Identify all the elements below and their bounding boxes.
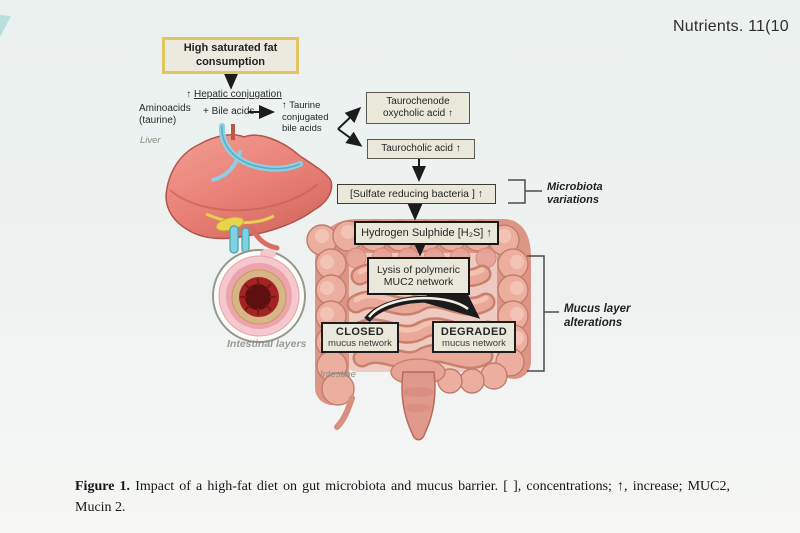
lysis-muc2-box: Lysis of polymeric MUC2 network	[367, 257, 470, 295]
intestinal-cross-section	[212, 249, 306, 343]
degraded-title: DEGRADED	[440, 325, 508, 338]
corner-logo-icon	[0, 15, 11, 37]
figure-number: Figure 1.	[75, 479, 131, 494]
figure-caption: Figure 1. Impact of a high-fat diet on g…	[75, 476, 730, 518]
closed-subtitle: mucus network	[328, 338, 392, 349]
microbiota-variations-label: Microbiota variations	[547, 181, 603, 206]
intestine-label: Intestine	[320, 369, 356, 380]
closed-mucus-box: CLOSED mucus network	[321, 322, 399, 353]
taurine-conjugated-label: ↑ Taurine conjugated bile acids	[282, 100, 329, 134]
degraded-subtitle: mucus network	[442, 337, 506, 349]
mucus-layer-alterations-label: Mucus layer alterations	[564, 303, 631, 329]
aminoacids-label: Aminoacids (taurine)	[139, 103, 191, 126]
closed-title: CLOSED	[335, 326, 385, 338]
high-fat-consumption-box: High saturated fat consumption	[162, 37, 299, 74]
hydrogen-sulphide-box: Hydrogen Sulphide [H₂S] ↑	[354, 221, 499, 245]
liver-label: Liver	[140, 135, 161, 146]
taurocholic-box: Taurocholic acid ↑	[367, 139, 475, 159]
flow-arrows	[222, 69, 481, 323]
intestinal-layers-label: Intestinal layers	[227, 338, 307, 350]
hepatic-conjugation-label: ↑ Hepatic conjugation	[186, 89, 282, 100]
degraded-mucus-box: DEGRADED mucus network	[432, 321, 516, 353]
figure-caption-text: Impact of a high-fat diet on gut microbi…	[75, 479, 731, 515]
liver-illustration	[165, 123, 333, 254]
annotation-brackets	[508, 179, 559, 372]
bile-acids-label: + Bile acids	[203, 106, 255, 117]
increase-arrow-icon: ↑	[186, 89, 192, 100]
sulfate-reducing-bacteria-box: [Sulfate reducing bacteria ] ↑	[337, 184, 496, 204]
journal-citation: Nutrients. 11(10	[673, 18, 789, 35]
taurochenodeoxycholic-box: Taurochenode oxycholic acid ↑	[366, 92, 470, 124]
high-fat-consumption-label: High saturated fat consumption	[183, 42, 278, 68]
